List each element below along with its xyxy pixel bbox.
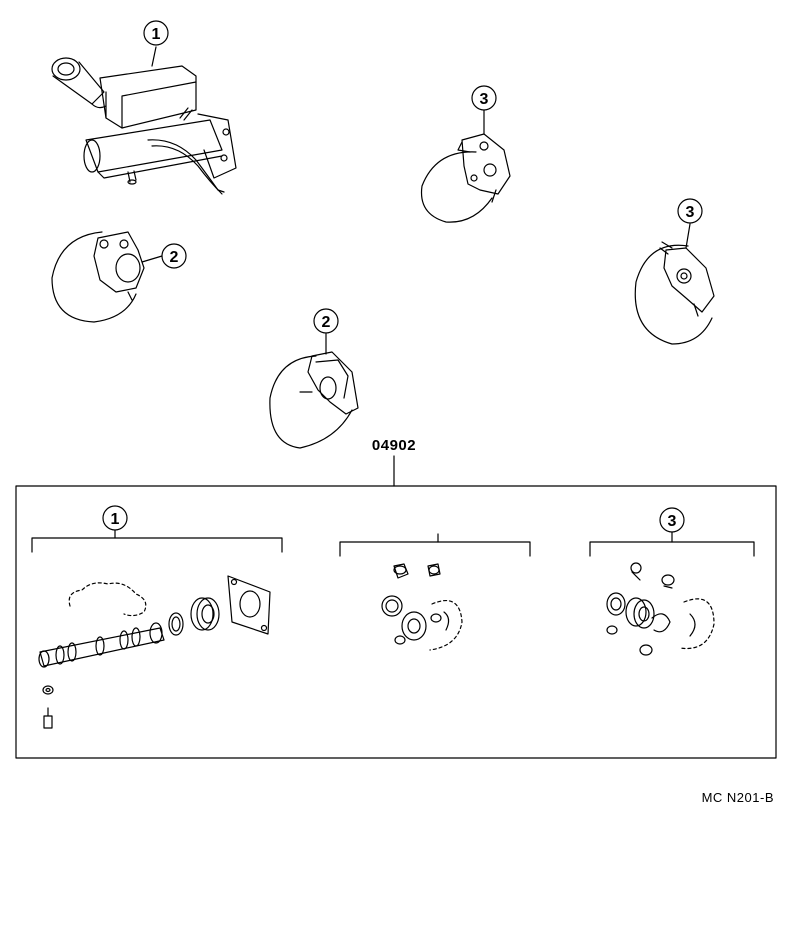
- front-caliper-kit-parts: [381, 563, 463, 651]
- callout-3-right-leader: [685, 223, 691, 249]
- reference-code: MC N201-B: [702, 790, 774, 805]
- callout-front-caliper-center: 2: [313, 308, 339, 334]
- kit-group-front-caliper: [339, 533, 531, 557]
- rear-caliper-right: [634, 223, 715, 345]
- callout-rear-caliper-top: 3: [471, 85, 497, 111]
- master-cylinder-assembly: [51, 46, 237, 195]
- kit-group-1-label: 1: [111, 511, 120, 528]
- callout-1-label: 1: [152, 26, 161, 43]
- callout-rear-caliper-right: 3: [677, 198, 703, 224]
- callout-3-right-label: 3: [686, 204, 695, 221]
- callout-master-cylinder: 1: [143, 20, 169, 46]
- callout-2-left-label: 2: [170, 249, 179, 266]
- repair-kit-frame: [15, 485, 777, 759]
- callout-2-center-label: 2: [322, 314, 331, 331]
- callout-front-caliper-left: 2: [161, 243, 187, 269]
- callout-3-top-label: 3: [480, 91, 489, 108]
- rear-caliper-top: [420, 109, 511, 223]
- front-caliper-left: [51, 231, 163, 323]
- rear-caliper-kit-parts: [606, 562, 715, 656]
- callout-1-leader: [151, 46, 157, 67]
- callout-2-left-leader: [141, 255, 163, 263]
- front-caliper-center: [269, 333, 359, 449]
- kit-group-rear-caliper: 3: [589, 507, 755, 557]
- master-cylinder-kit-parts: [38, 575, 271, 729]
- kit-group-3-label: 3: [668, 513, 677, 530]
- kit-group-master-cylinder: 1: [31, 505, 283, 553]
- kit-code-label: 04902: [372, 437, 416, 454]
